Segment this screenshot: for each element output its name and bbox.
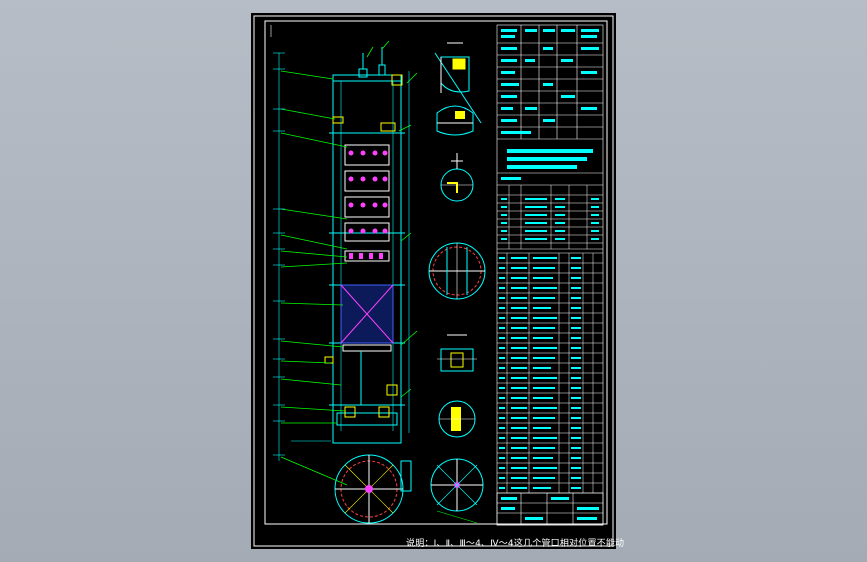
detail-view-3: [440, 153, 474, 202]
column-body: [329, 74, 405, 444]
drawing-frame: [264, 20, 608, 525]
nozzle-table-glyphs: [501, 198, 599, 240]
leader-lines: [280, 40, 418, 486]
sheet-border: [253, 15, 614, 547]
cad-drawing: [253, 15, 614, 547]
top-nozzles: [332, 47, 403, 132]
title-block-glyphs: [501, 497, 599, 520]
technical-table: [496, 24, 604, 526]
lower-section: [324, 344, 398, 418]
left-part-tags: [270, 25, 285, 461]
drawing-sheet: 说明：Ⅰ、Ⅱ、Ⅲ～4、Ⅳ～4这几个管口相对位置不能动: [251, 13, 624, 549]
detail-view-5: [437, 334, 477, 372]
dimension-lines: [291, 71, 410, 442]
detail-view-6: [438, 400, 476, 438]
parts-list-glyphs: [499, 257, 581, 489]
table-text-glyphs: [501, 29, 599, 180]
trays: [344, 144, 390, 262]
title-block: [496, 492, 604, 526]
parts-list-table: [497, 252, 603, 494]
detail-view-2: [436, 105, 474, 136]
drawing-note: 说明：Ⅰ、Ⅱ、Ⅲ～4、Ⅳ～4这几个管口相对位置不能动: [406, 539, 625, 549]
detail-view-1: [434, 42, 482, 124]
nozzle-table: [497, 185, 603, 250]
detail-view-7: [430, 458, 484, 524]
detail-view-4: [428, 242, 486, 300]
bottom-plan-view: [334, 454, 412, 524]
packing-bed: [340, 284, 394, 344]
